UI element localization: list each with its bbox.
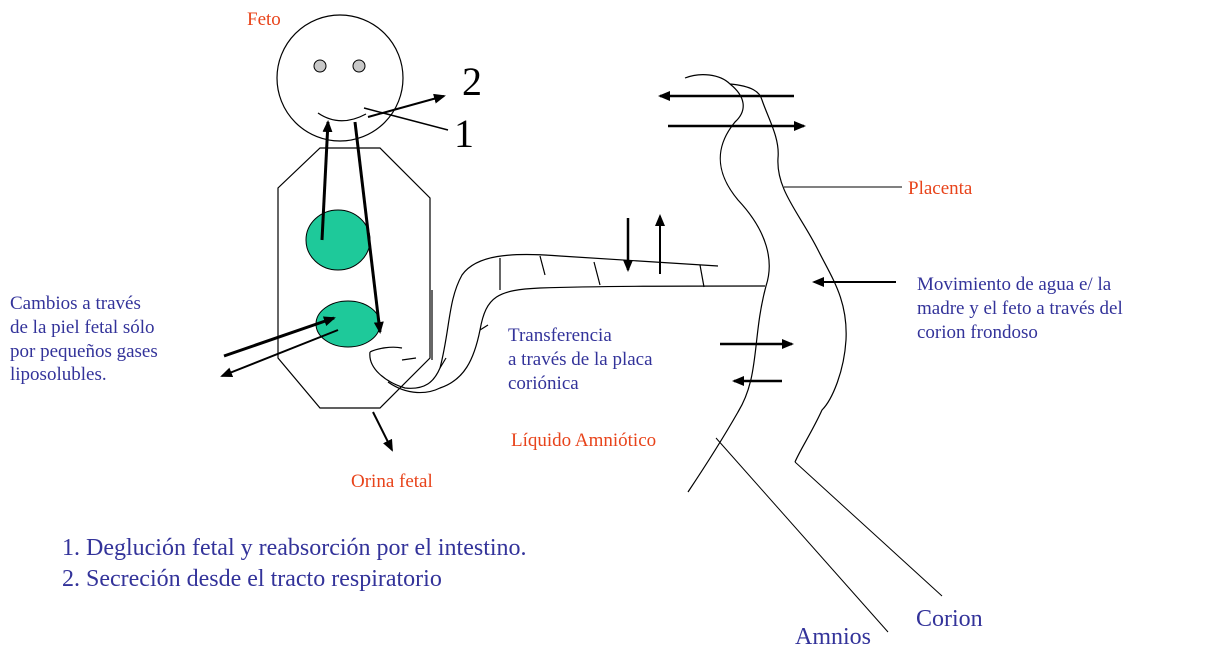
label-number-1: 1 — [454, 114, 474, 154]
label-number-2: 2 — [462, 62, 482, 102]
placenta-outline — [685, 75, 846, 492]
label-amnios: Amnios — [795, 622, 871, 652]
gut-organ — [316, 301, 380, 347]
label-fetal-urine: Orina fetal — [351, 470, 433, 494]
fetus-head — [277, 15, 403, 141]
skin-arrow-in — [224, 318, 334, 356]
water-movement-line-3: corion frondoso — [917, 321, 1123, 345]
lung-organ — [306, 210, 370, 270]
mouth — [318, 113, 366, 121]
legend-item-2: 2. Secreción desde el tracto respiratori… — [62, 564, 442, 594]
label-placenta: Placenta — [908, 177, 972, 201]
amnios-leader — [716, 438, 888, 632]
water-movement-line-2: madre y el feto a través del — [917, 297, 1123, 321]
pointer-1-line — [364, 108, 448, 130]
label-chorionic-transfer: Transferencia a través de la placa corió… — [508, 324, 653, 395]
legend-item-1: 1. Deglución fetal y reabsorción por el … — [62, 533, 527, 563]
label-water-movement: Movimiento de agua e/ la madre y el feto… — [917, 273, 1123, 344]
head-outline — [277, 15, 403, 141]
label-corion: Corion — [916, 604, 983, 634]
pointer-2-arrow — [368, 96, 444, 117]
skin-exchange-line-4: liposolubles. — [10, 363, 158, 387]
skin-exchange-line-1: Cambios a través — [10, 292, 158, 316]
left-eye — [314, 60, 326, 72]
chorionic-transfer-line-3: coriónica — [508, 372, 653, 396]
chorionic-transfer-line-1: Transferencia — [508, 324, 653, 348]
chorionic-transfer-line-2: a través de la placa — [508, 348, 653, 372]
skin-exchange-line-3: por pequeños gases — [10, 340, 158, 364]
water-movement-line-1: Movimiento de agua e/ la — [917, 273, 1123, 297]
label-amniotic-fluid: Líquido Amniótico — [511, 429, 656, 453]
label-skin-exchange: Cambios a través de la piel fetal sólo p… — [10, 292, 158, 387]
corion-leader — [795, 462, 942, 596]
label-feto: Feto — [247, 8, 281, 32]
urine-arrow — [373, 412, 392, 450]
fetus-body — [278, 148, 430, 408]
right-eye — [353, 60, 365, 72]
skin-exchange-line-2: de la piel fetal sólo — [10, 316, 158, 340]
